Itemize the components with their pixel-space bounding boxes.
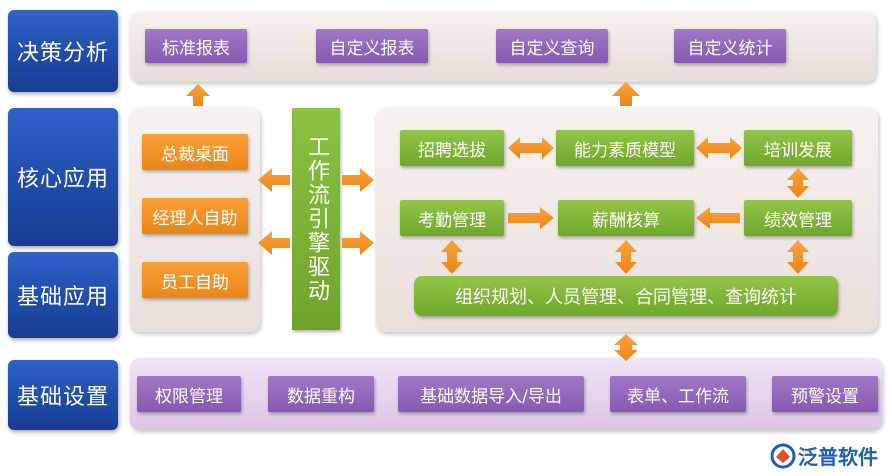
portal-item[interactable]: 总裁桌面 xyxy=(142,134,248,170)
side-label-basic-app: 基础应用 xyxy=(8,252,118,338)
double-arrow-icon xyxy=(696,137,742,159)
arrow-up-icon xyxy=(186,84,210,106)
decision-item[interactable]: 标准报表 xyxy=(145,29,247,63)
portal-item[interactable]: 经理人自助 xyxy=(142,198,248,234)
double-arrow-vertical-icon xyxy=(441,240,809,274)
side-label-core: 核心应用 xyxy=(8,108,118,246)
double-arrow-vertical-icon xyxy=(787,168,809,198)
workflow-engine[interactable]: 工作流引擎驱动 xyxy=(292,108,340,330)
portal-item[interactable]: 员工自助 xyxy=(142,262,248,298)
decision-item[interactable]: 自定义统计 xyxy=(674,29,786,63)
module-training[interactable]: 培训发展 xyxy=(744,130,852,166)
arrow-up-icon xyxy=(612,82,640,106)
double-arrow-vertical-icon xyxy=(614,334,638,361)
brand-mark-icon xyxy=(770,443,796,468)
module-recruit[interactable]: 招聘选拔 xyxy=(400,130,504,166)
decision-item[interactable]: 自定义报表 xyxy=(316,29,428,63)
settings-item[interactable]: 预警设置 xyxy=(772,376,878,412)
module-salary[interactable]: 薪酬核算 xyxy=(558,200,694,236)
module-attendance[interactable]: 考勤管理 xyxy=(400,200,504,236)
arrow-right-icon xyxy=(342,168,374,255)
settings-item[interactable]: 数据重构 xyxy=(268,376,374,412)
settings-item[interactable]: 基础数据导入/导出 xyxy=(398,376,584,412)
arrow-left-icon xyxy=(696,207,740,229)
double-arrow-icon xyxy=(508,137,554,159)
settings-item[interactable]: 权限管理 xyxy=(137,376,241,412)
brand-logo-text: 泛普软件 xyxy=(798,445,878,469)
module-competency[interactable]: 能力素质模型 xyxy=(556,130,694,166)
brand-logo: 泛普软件 xyxy=(770,441,878,470)
module-org-bar[interactable]: 组织规划、人员管理、合同管理、查询统计 xyxy=(414,276,838,316)
module-performance[interactable]: 绩效管理 xyxy=(744,200,852,236)
arrow-right-icon xyxy=(508,207,554,229)
side-label-decision: 决策分析 xyxy=(8,10,118,92)
decision-item[interactable]: 自定义查询 xyxy=(496,29,608,63)
arrow-left-icon xyxy=(258,168,290,255)
side-label-basic-settings: 基础设置 xyxy=(8,360,118,430)
settings-item[interactable]: 表单、工作流 xyxy=(610,376,746,412)
